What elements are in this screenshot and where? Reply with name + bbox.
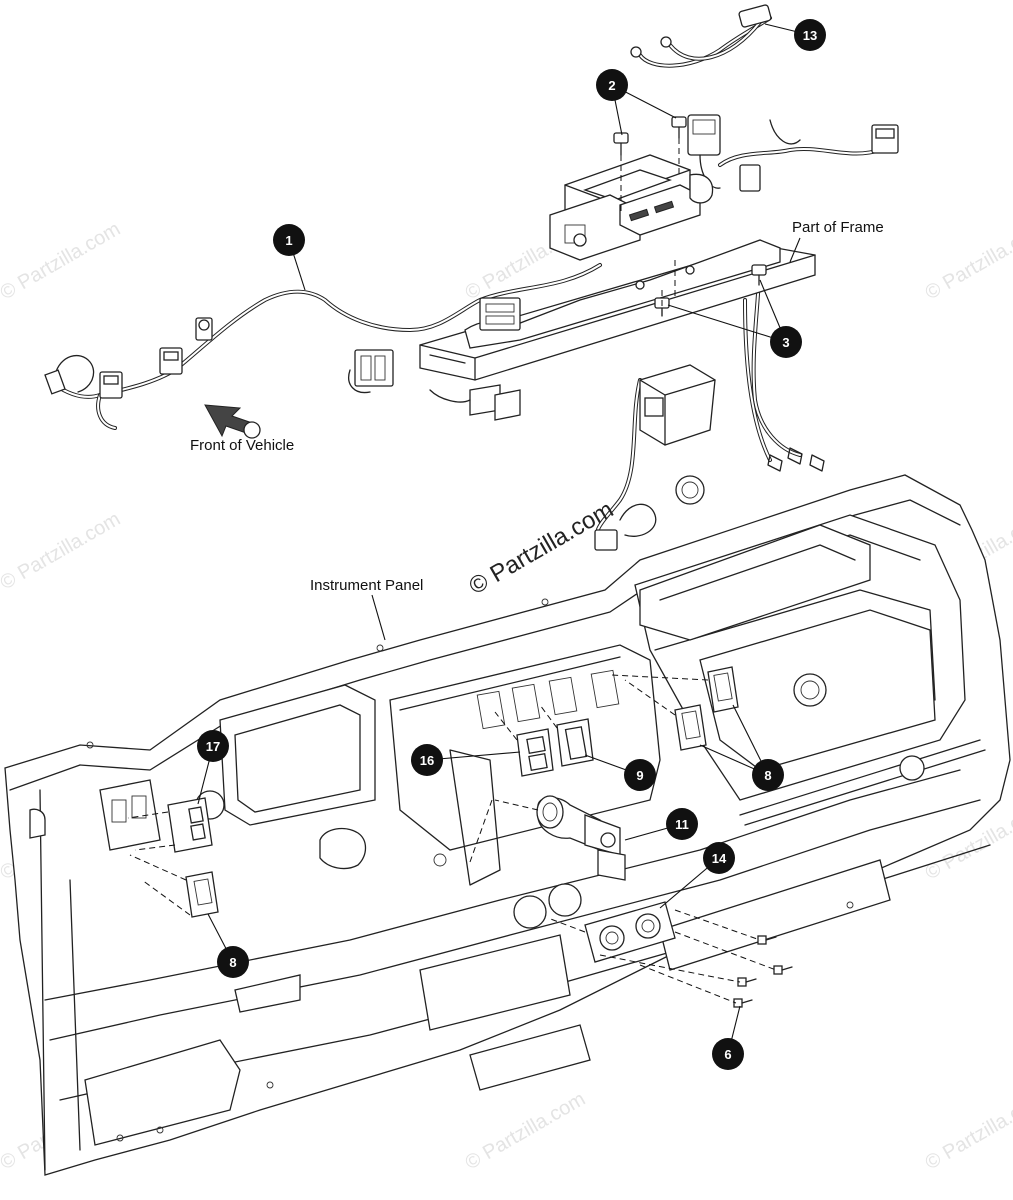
callout-8-right[interactable]: 8: [752, 759, 784, 791]
svg-text:13: 13: [803, 28, 817, 43]
watermark: © Partzilla.com: [0, 508, 124, 594]
callout-1[interactable]: 1: [273, 224, 305, 256]
part-of-frame-label: Part of Frame: [792, 219, 884, 236]
watermark: © Partzilla.com: [0, 218, 124, 304]
svg-text:14: 14: [712, 851, 727, 866]
instrument-panel: [4, 474, 1011, 1176]
callout-13[interactable]: 13: [794, 19, 826, 51]
svg-text:9: 9: [636, 768, 643, 783]
callout-14[interactable]: 14: [703, 842, 735, 874]
frame-rail: [348, 239, 816, 446]
battery-cable-13: [630, 4, 772, 68]
fasteners-upper: [613, 116, 767, 317]
callout-2[interactable]: 2: [596, 69, 628, 101]
callout-17[interactable]: 17: [197, 730, 229, 762]
svg-text:17: 17: [206, 739, 220, 754]
watermark: © Partzilla.com: [462, 1088, 590, 1174]
svg-text:11: 11: [675, 817, 689, 832]
svg-text:8: 8: [764, 768, 771, 783]
watermark: © Partzilla.com: [922, 218, 1013, 304]
fuse-box: [549, 154, 714, 261]
wire-harness: [44, 114, 899, 551]
svg-text:3: 3: [782, 335, 789, 350]
power-outlets: [584, 901, 676, 963]
front-of-vehicle-label: Front of Vehicle: [190, 437, 294, 454]
instrument-panel-label: Instrument Panel: [310, 577, 423, 594]
callout-9[interactable]: 9: [624, 759, 656, 791]
front-of-vehicle-arrow: [204, 404, 261, 439]
svg-text:1: 1: [285, 233, 292, 248]
callout-3[interactable]: 3: [770, 326, 802, 358]
callout-8-lower[interactable]: 8: [217, 946, 249, 978]
switches: [167, 666, 739, 918]
svg-text:8: 8: [229, 955, 236, 970]
svg-text:6: 6: [724, 1047, 731, 1062]
watermark: © Partzilla.com: [922, 1088, 1013, 1174]
callout-11[interactable]: 11: [666, 808, 698, 840]
ignition-switch: [536, 795, 626, 881]
callout-6[interactable]: 6: [712, 1038, 744, 1070]
svg-text:2: 2: [608, 78, 615, 93]
callout-16[interactable]: 16: [411, 744, 443, 776]
callouts: 1 2 3 6 8 8 9 11 13 14 16 17: [197, 19, 826, 1070]
svg-text:16: 16: [420, 753, 434, 768]
